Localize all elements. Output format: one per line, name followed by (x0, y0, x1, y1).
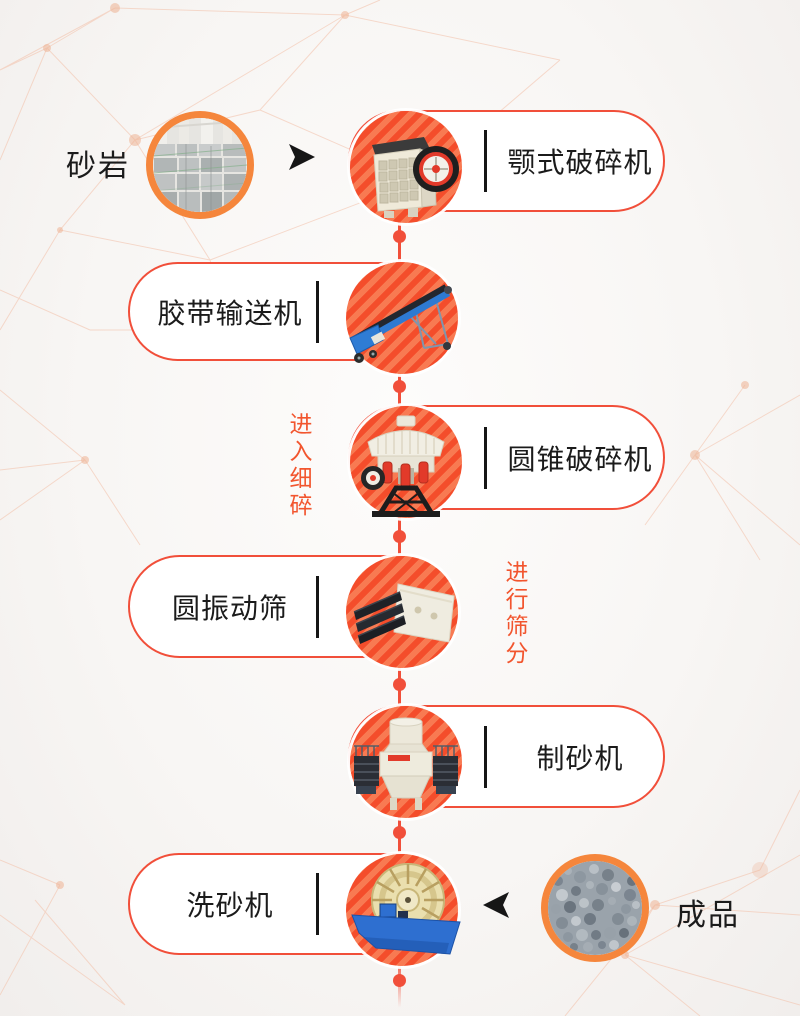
flow-arrow-left-icon (483, 892, 509, 918)
divider (316, 280, 319, 343)
step-pill-vibrating-screen: 圆振动筛 (128, 555, 458, 668)
flow-arrow-right-icon (289, 144, 315, 170)
cone-crusher-icon (361, 415, 445, 517)
jaw-crusher-image-circle (350, 111, 462, 223)
flow-node-dot (393, 530, 406, 543)
step-pill-jaw-crusher: 颚式破碎机 (348, 110, 665, 223)
divider (316, 873, 319, 935)
step-label: 制砂机 (536, 741, 624, 775)
vibrating-screen-image-circle (346, 556, 458, 668)
sand-washer-image-circle (346, 854, 461, 966)
step-pill-sand-maker: 制砂机 (348, 705, 665, 818)
source-photo-circle (146, 111, 254, 219)
vibrating-screen-icon (353, 583, 455, 644)
cone-crusher-image-circle (350, 406, 462, 518)
source-label: 砂岩 (66, 149, 130, 184)
step-label: 洗砂机 (186, 889, 274, 922)
divider (484, 426, 487, 489)
flow-node-dot (393, 974, 406, 987)
belt-conveyor-image-circle (346, 262, 458, 374)
belt-conveyor-icon (349, 284, 452, 363)
annotation-screening: 进行筛分 (501, 560, 527, 668)
divider (316, 575, 319, 638)
step-label: 胶带输送机 (157, 296, 303, 330)
sand-washer-icon (351, 863, 461, 955)
flow-node-dot (393, 230, 406, 243)
gravel-photo (548, 861, 642, 955)
annotation-fine-crushing: 进入细碎 (285, 412, 311, 520)
product-label: 成品 (676, 898, 740, 933)
sand-maker-image-circle (350, 706, 462, 818)
jaw-crusher-icon (372, 137, 459, 218)
step-label: 圆振动筛 (171, 591, 288, 625)
flow-node-dot (393, 678, 406, 691)
sand-maker-icon (354, 717, 458, 810)
sandstone-photo (153, 118, 247, 212)
step-pill-sand-washer: 洗砂机 (128, 853, 461, 966)
step-label: 圆锥破碎机 (507, 442, 653, 476)
divider (484, 130, 487, 192)
flow-node-dot (393, 380, 406, 393)
flow-node-dot (393, 826, 406, 839)
step-pill-belt-conveyor: 胶带输送机 (128, 262, 458, 374)
step-pill-cone-crusher: 圆锥破碎机 (348, 405, 665, 518)
step-label: 颚式破碎机 (507, 146, 653, 179)
divider (484, 725, 487, 788)
product-photo-circle (541, 854, 649, 962)
